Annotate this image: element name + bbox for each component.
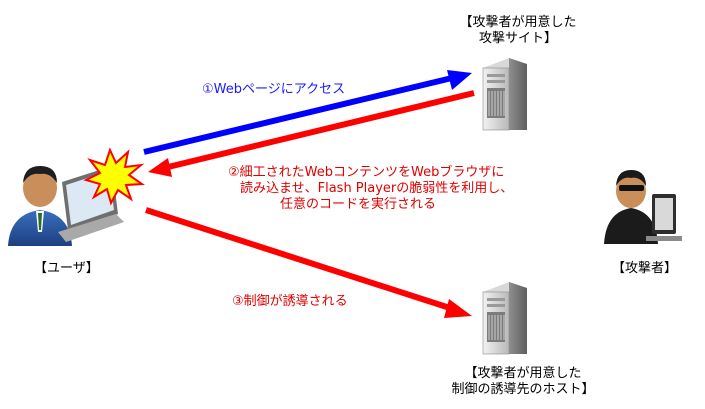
- redirect-host-server-icon: [482, 282, 527, 355]
- step2-label-line2: 読み込ませ、Flash Playerの脆弱性を利用し、: [240, 181, 514, 196]
- attacker-icon: [604, 170, 658, 244]
- redirect-host-label-line1: 【攻撃者が用意した: [464, 366, 582, 381]
- attacker-label: 【攻撃者】: [612, 261, 678, 276]
- attack-site-label-line2: 攻撃サイト】: [478, 31, 557, 46]
- monitor-icon: [646, 194, 682, 241]
- step2-label: ②細工されたWebコンテンツをWebブラウザに 読み込ませ、Flash Play…: [228, 165, 513, 213]
- redirect-host-label: 【攻撃者が用意した 制御の誘導先のホスト】: [438, 366, 608, 398]
- explosion-icon: [83, 147, 145, 206]
- user-label: 【ユーザ】: [34, 261, 99, 276]
- step1-label: ①Webページにアクセス: [202, 82, 346, 97]
- attack-site-label: 【攻撃者が用意した 攻撃サイト】: [448, 15, 588, 47]
- step3-label: ③制御が誘導される: [232, 294, 348, 309]
- redirect-arrow: [145, 207, 472, 318]
- step2-label-line1: ②細工されたWebコンテンツをWebブラウザに: [228, 165, 505, 180]
- step2-label-line3: 任意のコードを実行される: [280, 197, 437, 212]
- access-arrow: [143, 70, 472, 155]
- redirect-host-label-line2: 制御の誘導先のホスト】: [451, 382, 595, 397]
- exploit-arrow: [148, 90, 475, 177]
- user-icon: [8, 166, 72, 246]
- attack-site-label-line1: 【攻撃者が用意した: [459, 15, 577, 30]
- attack-server-icon: [482, 58, 527, 131]
